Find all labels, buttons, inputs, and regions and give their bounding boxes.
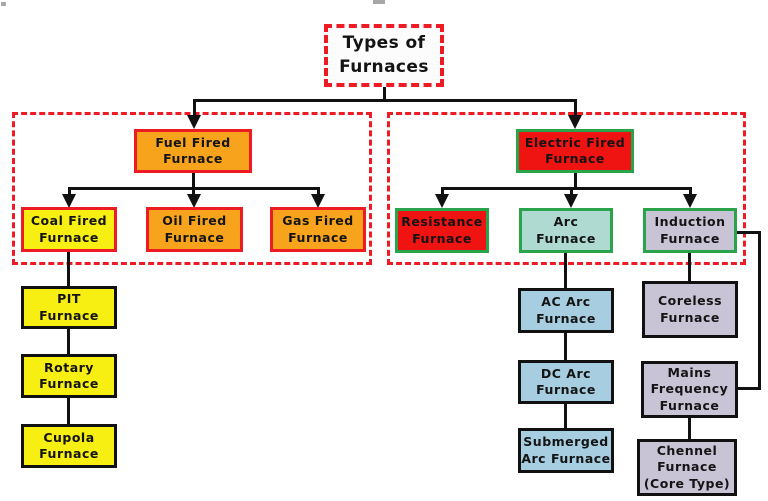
connector-line bbox=[574, 173, 577, 190]
connector-line bbox=[67, 329, 70, 355]
arrow-down-icon bbox=[187, 194, 201, 208]
arrow-down-icon bbox=[62, 194, 76, 208]
node-coal-fired-furnace: Coal Fired Furnace bbox=[21, 207, 117, 252]
node-gas-fired-furnace: Gas Fired Furnace bbox=[270, 207, 366, 252]
connector-line bbox=[317, 187, 320, 196]
connector-line bbox=[441, 187, 444, 196]
arrow-down-icon bbox=[683, 194, 697, 208]
connector-line bbox=[193, 99, 577, 102]
connector-line bbox=[688, 253, 691, 282]
arrow-down-icon bbox=[311, 194, 325, 208]
connector-line bbox=[193, 99, 196, 116]
node-arc-furnace: Arc Furnace bbox=[519, 208, 613, 253]
node-ac-arc-furnace: AC Arc Furnace bbox=[518, 288, 614, 333]
connector-line bbox=[192, 187, 195, 196]
node-types-of-furnaces: Types of Furnaces bbox=[324, 24, 444, 87]
scan-artifact bbox=[1, 2, 6, 6]
node-mains-frequency-furnace: Mains Frequency Furnace bbox=[641, 361, 738, 418]
node-dc-arc-furnace: DC Arc Furnace bbox=[518, 360, 614, 404]
node-cupola-furnace: Cupola Furnace bbox=[21, 424, 117, 468]
fuel-fired-group-outline bbox=[12, 112, 372, 265]
connector-line bbox=[441, 187, 692, 190]
node-oil-fired-furnace: Oil Fired Furnace bbox=[146, 207, 243, 252]
connector-line bbox=[688, 418, 691, 440]
arrow-down-icon bbox=[187, 115, 201, 129]
connector-line bbox=[574, 99, 577, 116]
connector-line bbox=[67, 252, 70, 287]
connector-line bbox=[192, 173, 195, 190]
node-rotary-furnace: Rotary Furnace bbox=[21, 354, 117, 398]
connector-line bbox=[758, 231, 761, 390]
connector-line bbox=[689, 187, 692, 196]
node-pit-furnace: PIT Furnace bbox=[21, 286, 117, 329]
connector-line bbox=[737, 231, 761, 234]
node-induction-furnace: Induction Furnace bbox=[643, 208, 737, 253]
node-resistance-furnace: Resistance Furnace bbox=[395, 208, 489, 253]
node-chennel-furnace-core-type: Chennel Furnace (Core Type) bbox=[637, 439, 737, 496]
connector-line bbox=[570, 187, 573, 196]
node-fuel-fired-furnace: Fuel Fired Furnace bbox=[134, 129, 252, 173]
connector-line bbox=[564, 333, 567, 361]
node-submerged-arc-furnace: Submerged Arc Furnace bbox=[518, 428, 614, 473]
connector-line bbox=[564, 404, 567, 429]
connector-line bbox=[68, 187, 71, 196]
connector-line bbox=[67, 398, 70, 425]
node-coreless-furnace: Coreless Furnace bbox=[642, 281, 738, 338]
connector-line bbox=[738, 387, 761, 390]
arrow-down-icon bbox=[568, 115, 582, 129]
arrow-down-icon bbox=[564, 194, 578, 208]
node-electric-fired-furnace: Electric Fired Furnace bbox=[516, 129, 634, 173]
arrow-down-icon bbox=[435, 194, 449, 208]
scan-artifact bbox=[373, 0, 385, 4]
connector-line bbox=[383, 87, 386, 101]
connector-line bbox=[564, 253, 567, 289]
